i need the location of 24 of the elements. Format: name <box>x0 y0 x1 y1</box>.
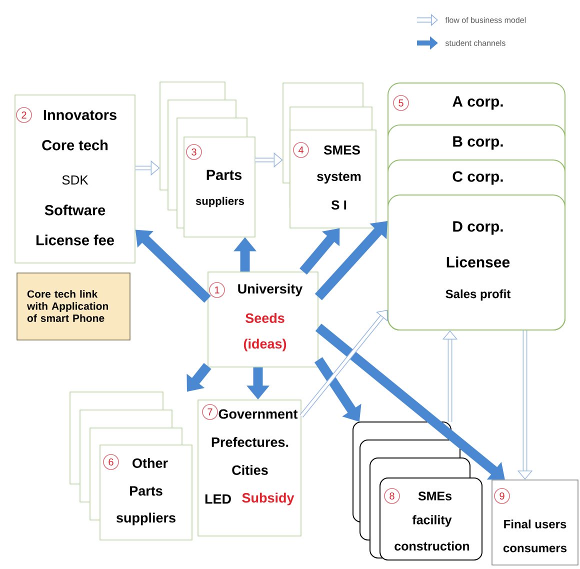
text-box: 2 Innovators Core tech SDK Software License fee <box>14 94 136 264</box>
arrow <box>315 324 505 480</box>
note-box: Core tech link with Application of smart Phone <box>16 272 130 340</box>
text-box: 7 Government Prefectures. Cities LED Subsidy <box>198 400 302 536</box>
legend-text: flow of business model <box>445 17 526 23</box>
number-badge: 4 <box>293 142 309 158</box>
number-badge: 1 <box>209 282 225 298</box>
stacked-boxes: 6 Other Parts suppliers <box>70 392 192 540</box>
number-badge: 3 <box>186 144 202 160</box>
text-box: 9 Final users consumers <box>492 480 578 566</box>
number-badge: 2 <box>16 107 32 123</box>
stacked-boxes: 4 SMES system S I <box>282 82 376 228</box>
arrow <box>300 310 388 418</box>
stacked-boxes: 8 SMEs facility construction <box>352 422 482 560</box>
text-box: 1 University Seeds (ideas) <box>208 272 318 368</box>
rounded-box: D corp. Licensee Sales profit <box>388 194 566 330</box>
stacked-boxes: 3 Parts suppliers <box>160 82 256 238</box>
number-badge: 5 <box>393 95 409 111</box>
number-badge: 6 <box>103 454 119 470</box>
legend-text: student channels <box>445 40 506 46</box>
number-badge: 7 <box>202 404 218 420</box>
arrow <box>314 221 388 300</box>
number-badge: 9 <box>494 488 510 504</box>
number-badge: 8 <box>384 488 400 504</box>
